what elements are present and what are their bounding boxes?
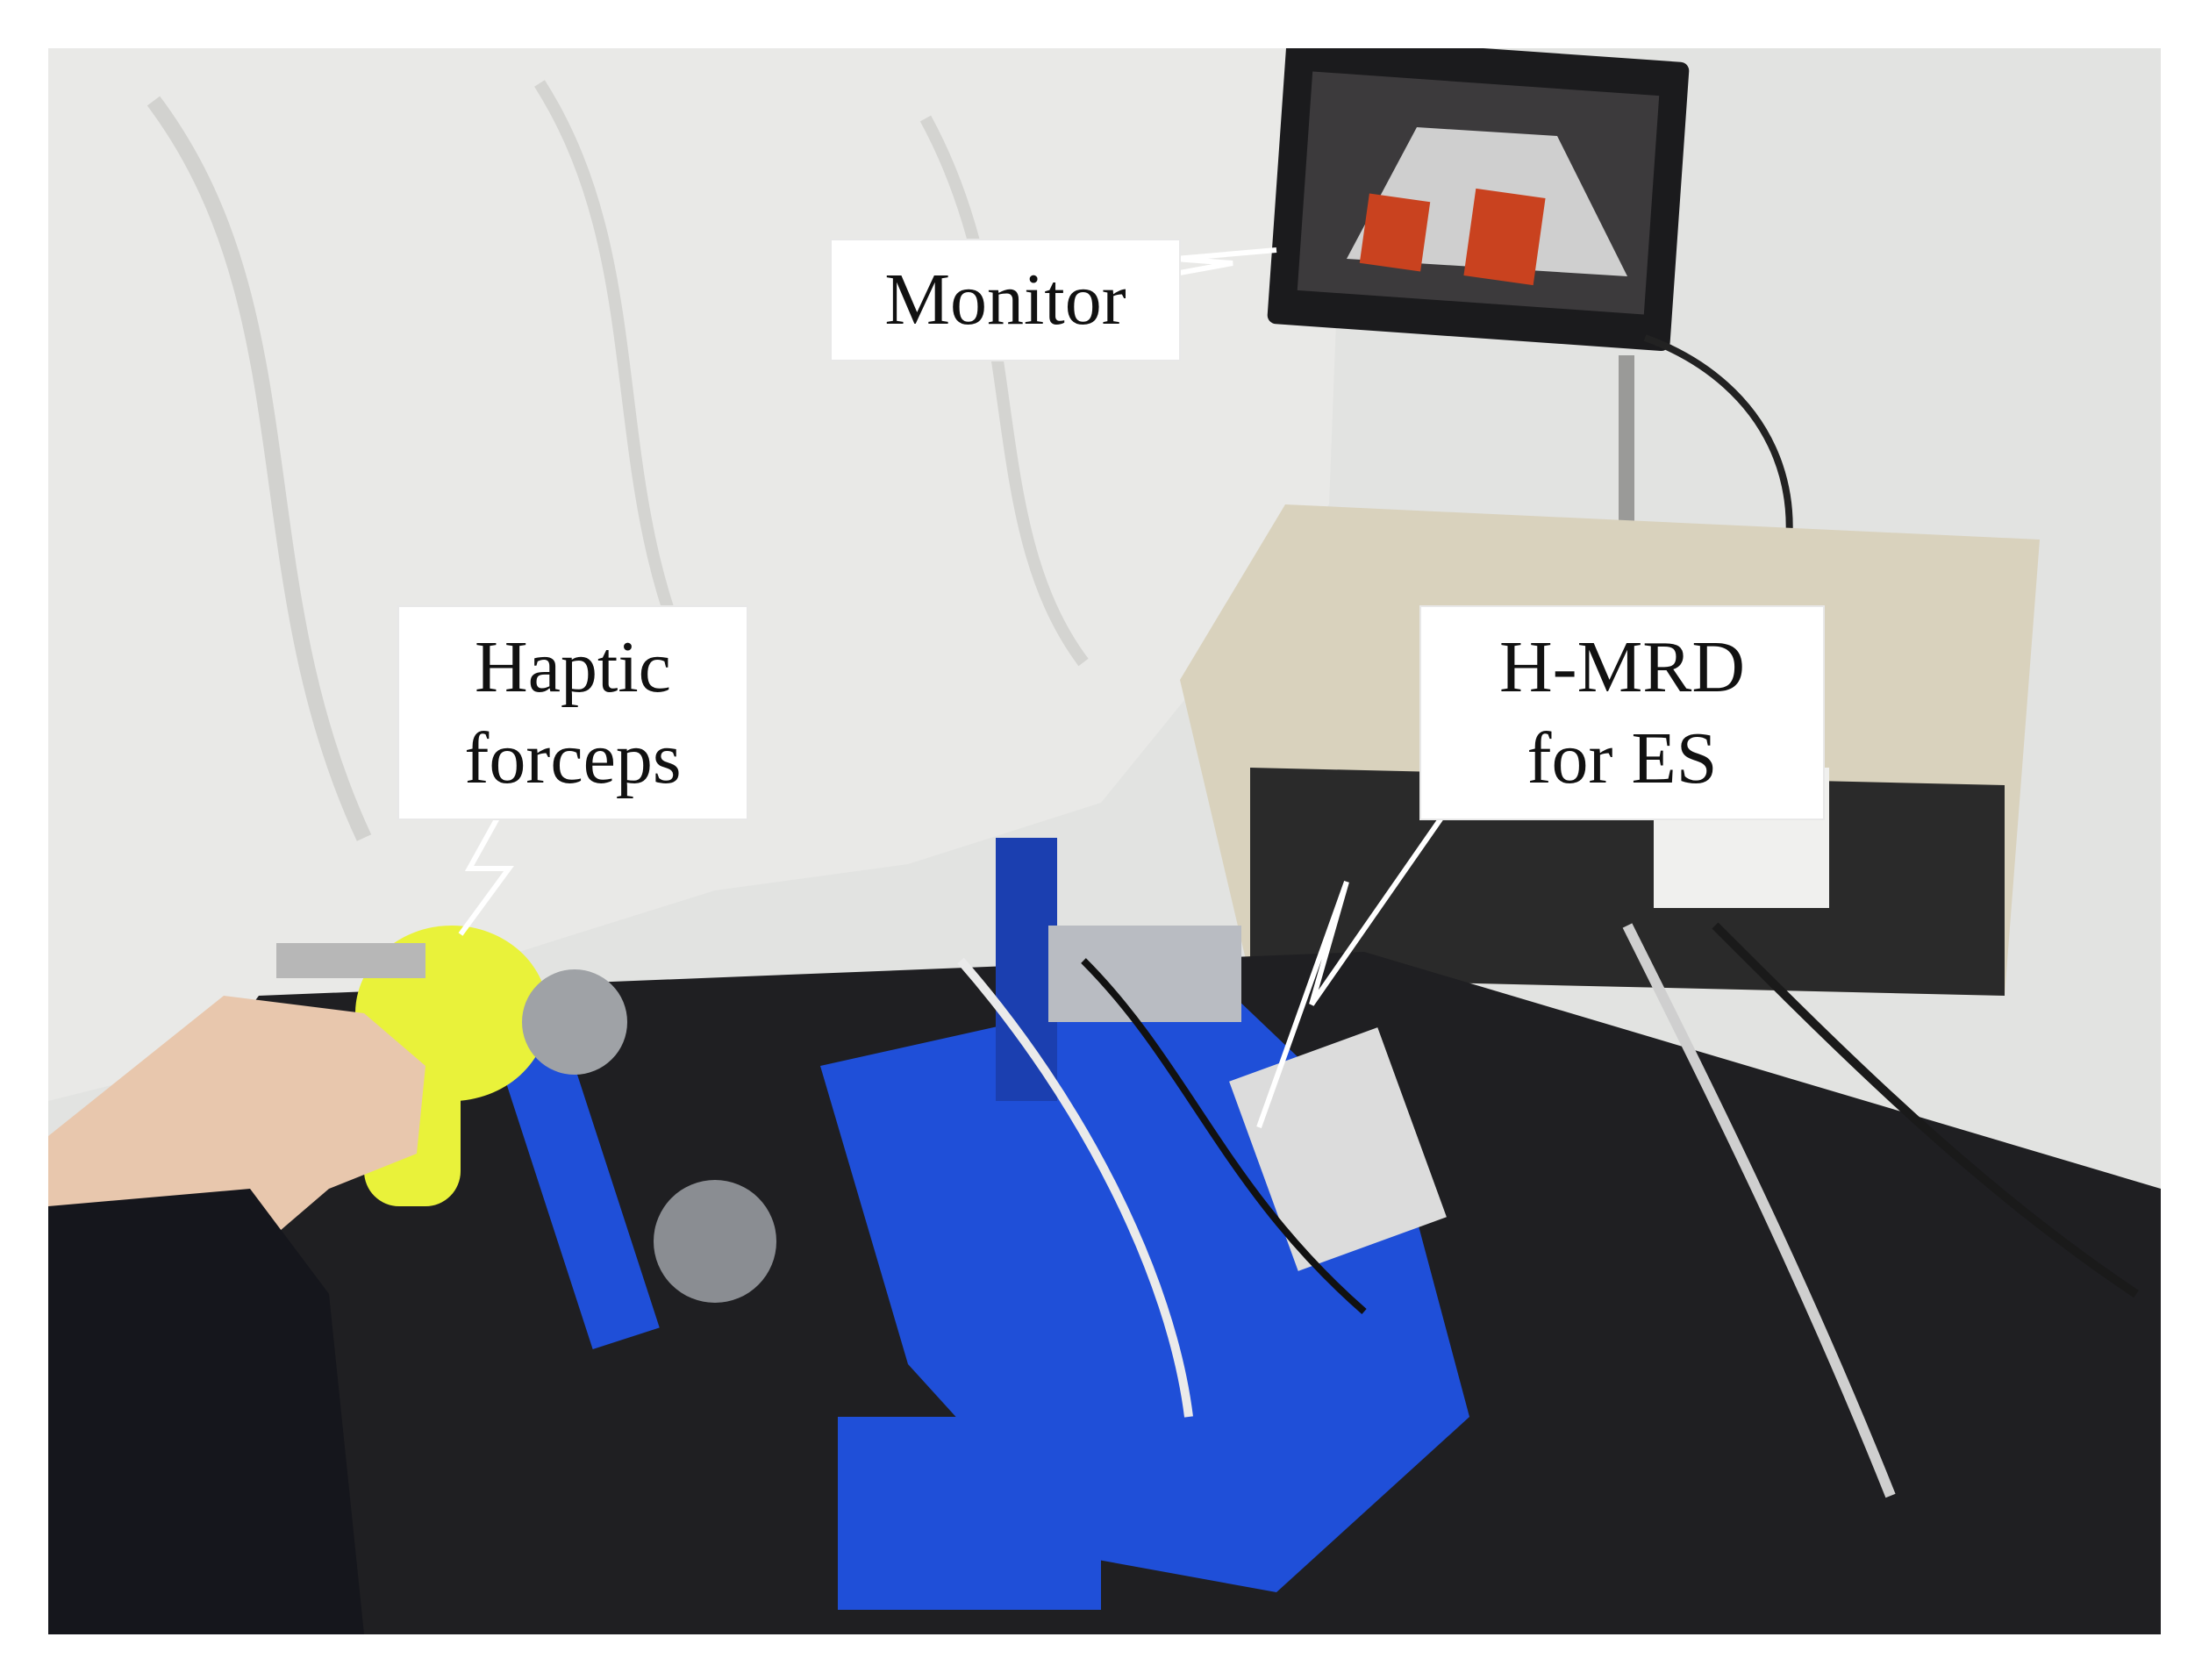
cable xyxy=(1622,923,1896,1498)
hmrd-leader-line xyxy=(1256,801,1455,1129)
monitor-device xyxy=(1267,48,1793,664)
hmrd-label-line1: H-MRD xyxy=(1498,626,1745,708)
monitor-label-text: Monitor xyxy=(884,259,1126,340)
photo-scene xyxy=(48,48,2161,1634)
haptic-forceps-label: Haptic forceps xyxy=(397,605,748,820)
monitor-label: Monitor xyxy=(830,239,1181,361)
haptic-leader-line xyxy=(458,788,516,936)
cable xyxy=(957,957,1193,1418)
curtain-fold xyxy=(147,96,372,841)
cable xyxy=(1712,922,2139,1298)
hmrd-label: H-MRD for ES xyxy=(1419,605,1825,820)
haptic-forceps-label-line2: forceps xyxy=(464,717,682,799)
experimental-setup-photo xyxy=(48,48,2161,1634)
curtain-fold xyxy=(919,115,1089,667)
haptic-forceps-label-line1: Haptic xyxy=(475,626,671,708)
blue-mount xyxy=(490,838,1469,1610)
cable xyxy=(1081,958,1367,1315)
monitor-leader-line xyxy=(1135,247,1277,283)
hmrd-label-line2: for ES xyxy=(1526,717,1718,799)
hand xyxy=(48,996,425,1634)
